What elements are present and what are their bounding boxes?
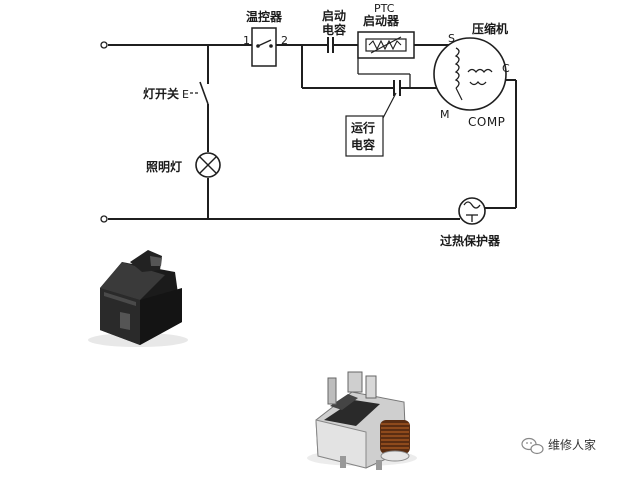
run-capacitor-label-box bbox=[345, 115, 384, 157]
compressor-terminal-m: M bbox=[440, 108, 450, 121]
watermark: 维修人家 bbox=[521, 437, 596, 455]
ptc-starter-symbol bbox=[357, 31, 415, 59]
compressor-label: 压缩机 bbox=[472, 21, 508, 36]
ptc-label-1: PTC bbox=[374, 2, 395, 15]
bimetal-protector-photo bbox=[307, 371, 417, 470]
run-capacitor-symbol bbox=[382, 80, 401, 119]
light-switch-symbol bbox=[190, 81, 209, 105]
start-capacitor-label-1: 启动 bbox=[322, 8, 346, 23]
compressor-symbol bbox=[433, 37, 507, 111]
run-capacitor-label-1: 运行 bbox=[351, 120, 375, 135]
watermark-text: 维修人家 bbox=[548, 437, 596, 452]
run-capacitor-label-2: 电容 bbox=[351, 137, 375, 152]
lamp-symbol bbox=[195, 152, 221, 178]
ptc-label-2: 启动器 bbox=[363, 13, 400, 28]
start-capacitor-label-2: 电容 bbox=[322, 22, 346, 37]
compressor-terminal-c: C bbox=[502, 62, 510, 75]
wechat-icon bbox=[521, 437, 544, 455]
input-terminal-bottom bbox=[100, 215, 108, 223]
compressor-comp-label: COMP bbox=[468, 115, 505, 129]
lamp-label: 照明灯 bbox=[146, 159, 182, 174]
input-terminal-top bbox=[100, 41, 108, 49]
thermostat-pin-2: 2 bbox=[281, 34, 288, 47]
thermostat-pin-1: 1 bbox=[243, 34, 250, 47]
light-switch-mark: E bbox=[182, 88, 189, 101]
compressor-terminal-s: S bbox=[448, 32, 455, 45]
overload-protector-label: 过热保护器 bbox=[440, 233, 501, 248]
light-switch-label: 灯开关 bbox=[143, 86, 179, 101]
overload-protector-photo bbox=[88, 250, 188, 347]
start-capacitor-symbol bbox=[327, 37, 334, 53]
overload-protector-symbol bbox=[458, 197, 486, 225]
circuit-wires bbox=[108, 44, 517, 220]
thermostat-label: 温控器 bbox=[246, 9, 283, 24]
thermostat-symbol bbox=[251, 27, 277, 67]
